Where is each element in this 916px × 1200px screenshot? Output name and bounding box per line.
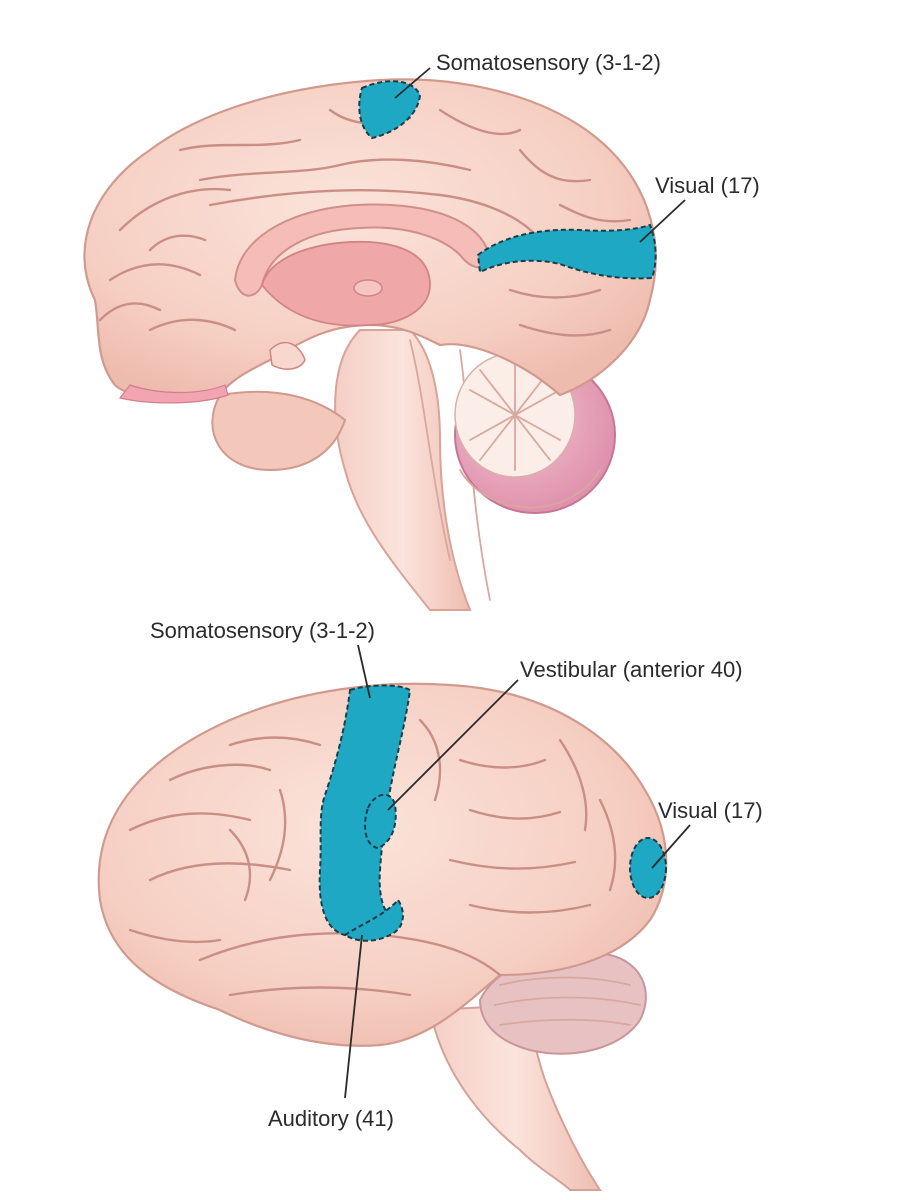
label-auditory: Auditory (41) [268, 1106, 394, 1131]
label-visual-top: Visual (17) [655, 173, 760, 198]
lateral-hemisphere [97, 682, 668, 1047]
visual-region-lateral [629, 837, 667, 899]
lateral-brain-view [97, 682, 668, 1191]
brainstem [334, 329, 472, 611]
visual-region-medial [476, 223, 657, 280]
thalamus [261, 240, 431, 327]
somatosensory-region-medial [358, 80, 422, 140]
vestibular-region [364, 793, 397, 850]
label-vestibular: Vestibular (anterior 40) [520, 657, 743, 682]
medial-brain-view [83, 78, 657, 611]
label-somatosensory-bottom: Somatosensory (3-1-2) [150, 618, 375, 643]
auditory-region [343, 898, 404, 942]
somatosensory-leader-top [394, 67, 431, 99]
somatosensory-leader-bottom [357, 644, 371, 699]
lateral-brainstem [428, 1003, 602, 1191]
corpus-callosum [233, 203, 492, 297]
label-somatosensory-top: Somatosensory (3-1-2) [436, 50, 661, 75]
visual-leader-bottom [651, 824, 691, 869]
label-visual-bottom: Visual (17) [658, 798, 763, 823]
auditory-leader [344, 934, 363, 1099]
visual-leader-top [639, 199, 686, 243]
vestibular-leader [387, 679, 519, 811]
